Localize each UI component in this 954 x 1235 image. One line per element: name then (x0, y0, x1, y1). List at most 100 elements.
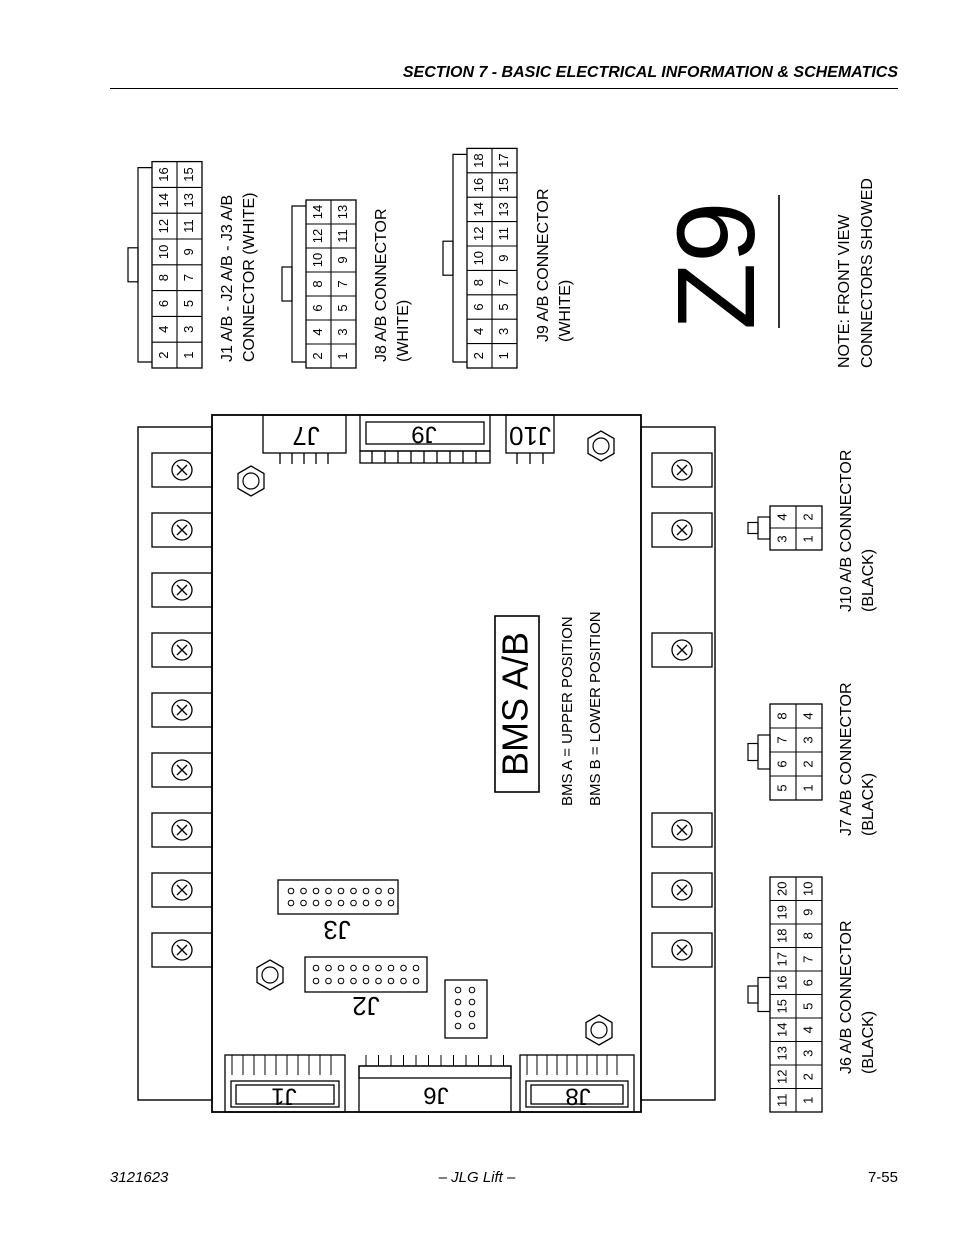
board-note-b: BMS B = LOWER POSITION (587, 611, 604, 806)
pinout-caption: CONNECTOR (WHITE) (241, 193, 258, 362)
board-label-j3: J3 (323, 915, 350, 945)
pin-number: 5 (774, 784, 789, 791)
pin-number: 4 (156, 326, 171, 333)
footer-publisher: – JLG Lift – (438, 1169, 516, 1186)
pin-number: 10 (310, 253, 325, 267)
standoff-hex-nut (256, 959, 284, 991)
pin-number: 11 (496, 227, 511, 241)
pin-number: 1 (800, 784, 815, 791)
board-title-group: BMS A/B (494, 615, 540, 793)
pin-number: 1 (800, 535, 815, 542)
pin-number: 6 (471, 303, 486, 310)
pin-number: 16 (156, 167, 171, 181)
pin-number: 15 (774, 999, 789, 1013)
pin-number: 9 (496, 255, 511, 262)
left-mount-screw (151, 812, 213, 848)
bms-board (211, 414, 642, 1113)
pin-number: 5 (335, 304, 350, 311)
pin-number: 12 (471, 227, 486, 241)
pin-number: 8 (800, 932, 815, 939)
pin-number: 20 (774, 882, 789, 896)
pin-number: 12 (310, 229, 325, 243)
board-header-j2 (304, 956, 428, 993)
pin-number: 2 (800, 760, 815, 767)
pin-number: 14 (310, 205, 325, 219)
pin-number: 6 (800, 979, 815, 986)
pin-number: 16 (774, 976, 789, 990)
pin-number: 17 (496, 153, 511, 167)
left-mount-screw (151, 512, 213, 548)
right-mount-screw (651, 812, 713, 848)
pinout-caption: (WHITE) (557, 280, 574, 342)
pin-number: 12 (156, 219, 171, 233)
pin-number: 13 (181, 193, 196, 207)
board-header-j3 (277, 879, 399, 915)
pin-number: 7 (181, 274, 196, 281)
board-small-header (444, 979, 488, 1039)
board-connector-j1 (224, 1054, 346, 1113)
pin-number: 8 (310, 280, 325, 287)
front-view-note-line2: CONNECTORS SHOWED (859, 178, 876, 368)
pin-number: 2 (156, 351, 171, 358)
left-mount-screw (151, 932, 213, 968)
pin-number: 14 (471, 202, 486, 216)
left-mount-screw (151, 752, 213, 788)
board-label-j8: J8 (565, 1083, 590, 1110)
pinout-caption: J7 A/B CONNECTOR (838, 682, 855, 836)
pin-number: 6 (310, 304, 325, 311)
pin-number: 13 (496, 202, 511, 216)
pin-number: 11 (335, 229, 350, 243)
left-mount-screw (151, 692, 213, 728)
pin-number: 13 (335, 205, 350, 219)
pin-number: 5 (496, 303, 511, 310)
pin-number: 4 (774, 513, 789, 520)
pin-number: 1 (496, 352, 511, 359)
pin-number: 10 (800, 882, 815, 896)
pin-number: 7 (496, 279, 511, 286)
board-connector-j7 (262, 414, 347, 464)
front-view-note-line1: NOTE: FRONT VIEW (836, 214, 853, 368)
pin-number: 7 (800, 956, 815, 963)
pinout-caption: J10 A/B CONNECTOR (838, 450, 855, 612)
left-mount-screw (151, 452, 213, 488)
pin-number: 10 (471, 251, 486, 265)
right-mount-screw (651, 632, 713, 668)
pin-number: 6 (774, 760, 789, 767)
pin-number: 14 (774, 1023, 789, 1037)
footer-page-number: 7-55 (867, 1169, 898, 1186)
pin-number: 9 (800, 909, 815, 916)
pin-number: 15 (496, 178, 511, 192)
pin-number: 15 (181, 167, 196, 181)
pin-number: 7 (774, 736, 789, 743)
section-title: SECTION 7 - BASIC ELECTRICAL INFORMATION… (402, 64, 898, 81)
pin-number: 1 (181, 351, 196, 358)
standoff-hex-nut (237, 465, 265, 497)
pin-number: 5 (181, 300, 196, 307)
pinout-caption: J1 A/B - J2 A/B - J3 A/B (219, 195, 236, 362)
pin-number: 9 (181, 248, 196, 255)
pin-number: 4 (471, 328, 486, 335)
pin-number: 19 (774, 905, 789, 919)
footer-doc-number: 3121623 (110, 1169, 169, 1186)
pin-number: 7 (335, 280, 350, 287)
board-connector-j6 (358, 1065, 512, 1113)
board-label-j2: J2 (352, 991, 379, 1021)
standoff-hex-nut (585, 1014, 613, 1046)
zone-label: Z9 (655, 202, 778, 330)
standoff-hex-nut (587, 430, 615, 462)
pin-number: 1 (335, 352, 350, 359)
pin-number: 5 (800, 1003, 815, 1010)
board-title: BMS A/B (495, 632, 536, 776)
pin-number: 3 (181, 326, 196, 333)
pin-number: 11 (181, 219, 196, 233)
pin-number: 6 (156, 300, 171, 307)
pin-number: 8 (471, 279, 486, 286)
pin-number: 4 (800, 1026, 815, 1033)
pin-number: 8 (774, 712, 789, 719)
